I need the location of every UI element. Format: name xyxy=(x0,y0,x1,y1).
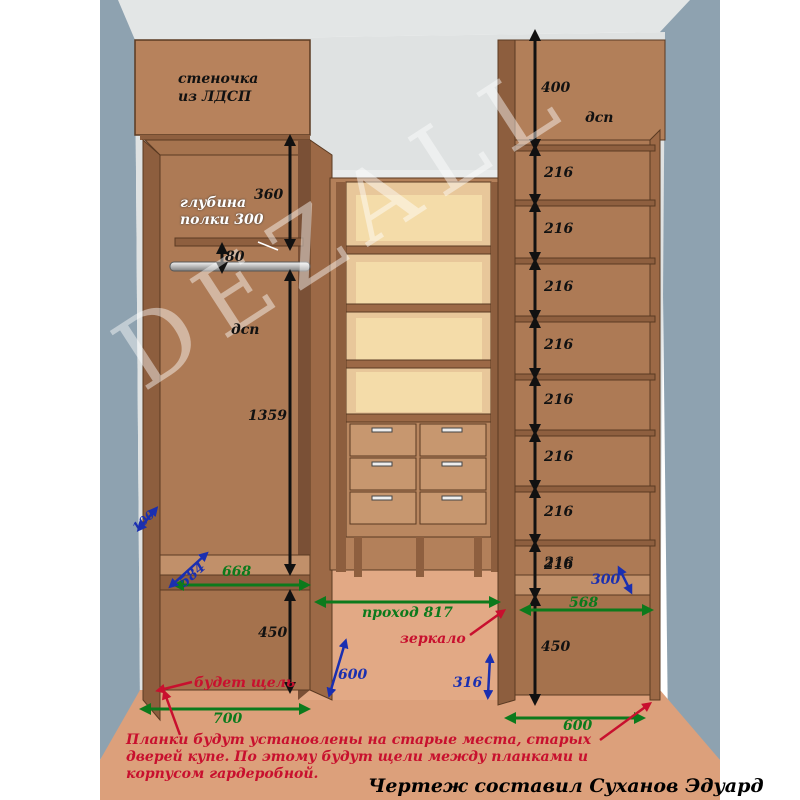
black-dimensions xyxy=(216,28,541,706)
dim-right-top: 400 xyxy=(541,80,571,96)
gap-label: будет щель xyxy=(194,675,296,691)
dim-right-shelf: 216 xyxy=(544,279,574,295)
dim-left-width: 668 xyxy=(222,564,252,580)
red-pointers xyxy=(155,609,653,742)
dim-right-bottom: 450 xyxy=(541,639,571,655)
dim-left-tall: 1359 xyxy=(248,408,287,424)
dsp-left-label: дсп xyxy=(231,322,260,338)
dim-right-shelf: 216 xyxy=(544,555,574,571)
dim-floor-left: 700 xyxy=(213,711,243,727)
dim-right-width: 568 xyxy=(569,595,599,611)
dim-panel: 600 xyxy=(338,667,368,683)
blue-dimensions xyxy=(136,506,633,700)
dim-right-shelf: 216 xyxy=(544,449,574,465)
dim-right-shelf: 216 xyxy=(544,165,574,181)
installation-note: Планки будут установлены на старые места… xyxy=(126,732,592,782)
dim-right-depth: 300 xyxy=(591,572,621,588)
dim-right-shelf: 216 xyxy=(544,504,574,520)
wall-label: стеночка из ЛДСП xyxy=(178,71,259,105)
dim-mid-side: 316 xyxy=(453,675,483,691)
passage-label: проход 817 xyxy=(362,605,453,621)
dsp-right-label: дсп xyxy=(585,110,614,126)
dim-left-top: 360 xyxy=(254,187,284,203)
middle-unit xyxy=(329,177,501,577)
shelf-depth-pointer xyxy=(257,241,279,251)
shelf-depth-label: глубина полки 300 xyxy=(180,195,264,228)
dim-rod: 80 xyxy=(225,249,245,265)
dim-floor-right: 600 xyxy=(563,718,593,734)
dim-right-shelf: 216 xyxy=(544,221,574,237)
dim-right-shelf: 216 xyxy=(544,337,574,353)
dim-right-shelf: 216 xyxy=(544,557,574,573)
mirror-label: зеркало xyxy=(400,631,466,647)
author-credit: Чертеж составил Суханов Эдуард xyxy=(368,775,764,797)
dim-right-shelf: 216 xyxy=(544,392,574,408)
dim-left-bottom: 450 xyxy=(258,625,288,641)
